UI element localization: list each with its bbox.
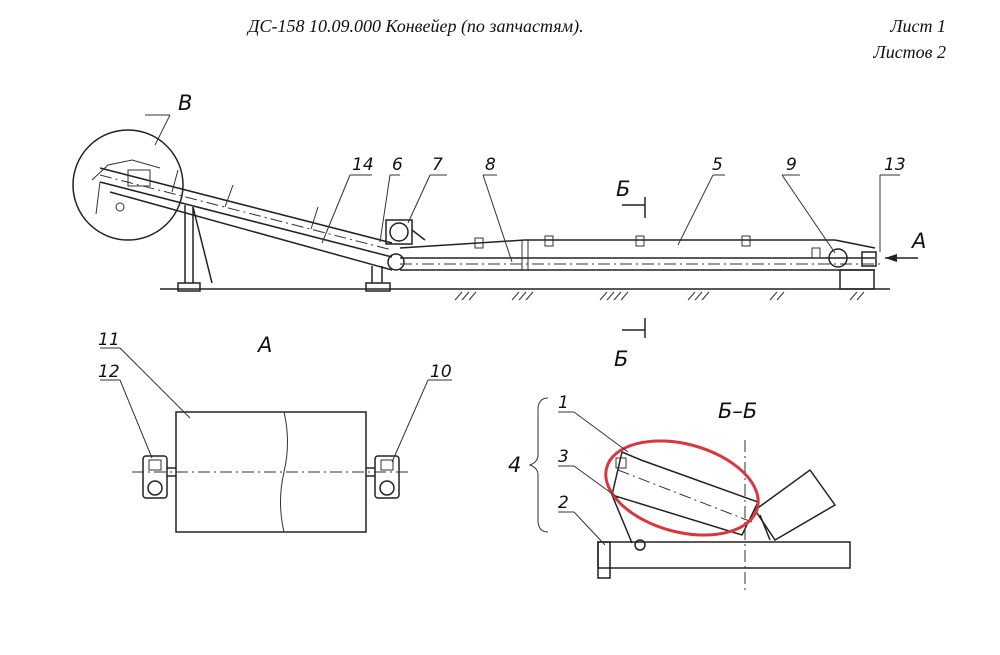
view-a-title: А bbox=[256, 333, 272, 357]
head-drum-sketch bbox=[91, 159, 161, 215]
support-legs bbox=[177, 205, 391, 292]
section-label-top: Б bbox=[616, 177, 630, 201]
view-a-arrow bbox=[885, 254, 918, 262]
callout-pos-5: 5 bbox=[712, 155, 723, 175]
inclined-section bbox=[99, 167, 393, 271]
sheets-total: Листов 2 bbox=[873, 42, 947, 62]
view-a-leaders bbox=[100, 347, 452, 463]
callout-pos-6: 6 bbox=[392, 155, 403, 175]
highlight-ellipse bbox=[604, 439, 760, 537]
detail-b-circle bbox=[72, 129, 184, 241]
section-bb: Б–Б 1 3 bbox=[508, 393, 851, 590]
view-a: А 11 12 10 bbox=[98, 330, 452, 533]
section-label-bottom: Б bbox=[614, 347, 628, 371]
idler-roller-left bbox=[611, 450, 760, 544]
drum-break-line bbox=[280, 411, 288, 533]
ground-hatch bbox=[454, 291, 865, 301]
idler-roller-right bbox=[753, 468, 837, 542]
callout-pos-9: 9 bbox=[786, 155, 797, 175]
view-a-pos-10: 10 bbox=[430, 362, 452, 382]
section-pos-1: 1 bbox=[558, 393, 569, 413]
view-a-pos-11: 11 bbox=[98, 330, 120, 350]
section-bb-title: Б–Б bbox=[718, 399, 757, 423]
frame-end-plate bbox=[597, 541, 611, 579]
document-title: ДС-158 10.09.000 Конвейер (по запчастям)… bbox=[248, 16, 584, 36]
callout-pos-13: 13 bbox=[884, 155, 906, 175]
assembly-brace bbox=[528, 397, 549, 533]
section-pos-3: 3 bbox=[558, 447, 569, 467]
sheet-number: Лист 1 bbox=[890, 16, 946, 36]
section-pos-4: 4 bbox=[508, 453, 521, 477]
section-pos-2: 2 bbox=[558, 493, 569, 513]
tail-drum bbox=[828, 248, 848, 268]
callout-detail-b: В bbox=[178, 91, 192, 115]
section-leaders bbox=[558, 411, 629, 546]
bearing-left bbox=[142, 455, 176, 499]
callout-pos-14: 14 bbox=[352, 155, 374, 175]
callout-pos-7: 7 bbox=[432, 155, 443, 175]
bracket-bolt bbox=[634, 539, 646, 551]
callout-pos-8: 8 bbox=[485, 155, 496, 175]
section-cut-marks bbox=[622, 197, 646, 338]
view-a-pos-12: 12 bbox=[98, 362, 120, 382]
leader-lines bbox=[145, 114, 900, 263]
view-a-arrow-label: А bbox=[910, 229, 926, 253]
side-view: В 14 6 7 8 5 9 13 А Б Б bbox=[72, 91, 926, 371]
bearing-right bbox=[366, 455, 400, 499]
horizontal-section bbox=[399, 235, 880, 290]
drive-unit bbox=[385, 219, 426, 271]
